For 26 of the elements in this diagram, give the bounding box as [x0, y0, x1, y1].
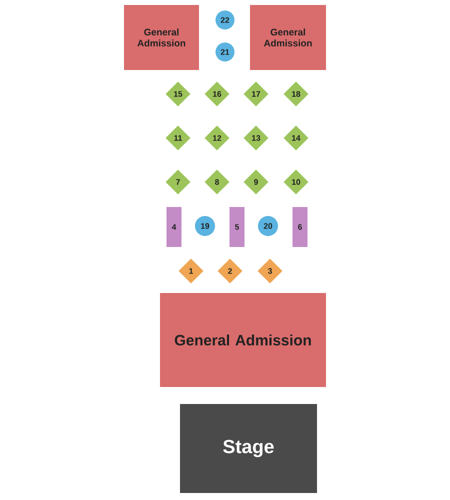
diamond-table: 18: [284, 82, 308, 106]
stage: Stage: [180, 404, 317, 493]
general-admission-area: General Admission: [250, 5, 326, 70]
diamond-table: 14: [284, 126, 308, 150]
diamond-table: 1: [178, 258, 204, 284]
diamond-table: 12: [204, 126, 230, 150]
circle-table: 20: [258, 216, 278, 236]
diamond-table: 17: [244, 82, 268, 106]
diamond-table: 2: [218, 258, 242, 284]
diamond-table: 3: [258, 258, 282, 284]
rectangle-table: 6: [292, 207, 308, 247]
diamond-table: 10: [284, 170, 308, 194]
rectangle-table: 4: [166, 207, 182, 247]
circle-table: 19: [195, 216, 215, 236]
diamond-table: 11: [166, 126, 190, 150]
circle-table: 22: [216, 10, 234, 30]
rectangle-table: 5: [230, 207, 244, 247]
diamond-table: 8: [204, 170, 230, 194]
diamond-table: 9: [244, 170, 268, 194]
diamond-table: 7: [166, 170, 190, 194]
general-admission-area: General Admission: [124, 5, 199, 70]
general-admission-area: General Admission: [160, 293, 326, 387]
diamond-table: 15: [166, 82, 190, 106]
diamond-table: 16: [204, 82, 230, 106]
circle-table: 21: [216, 42, 234, 62]
diamond-table: 13: [244, 126, 268, 150]
